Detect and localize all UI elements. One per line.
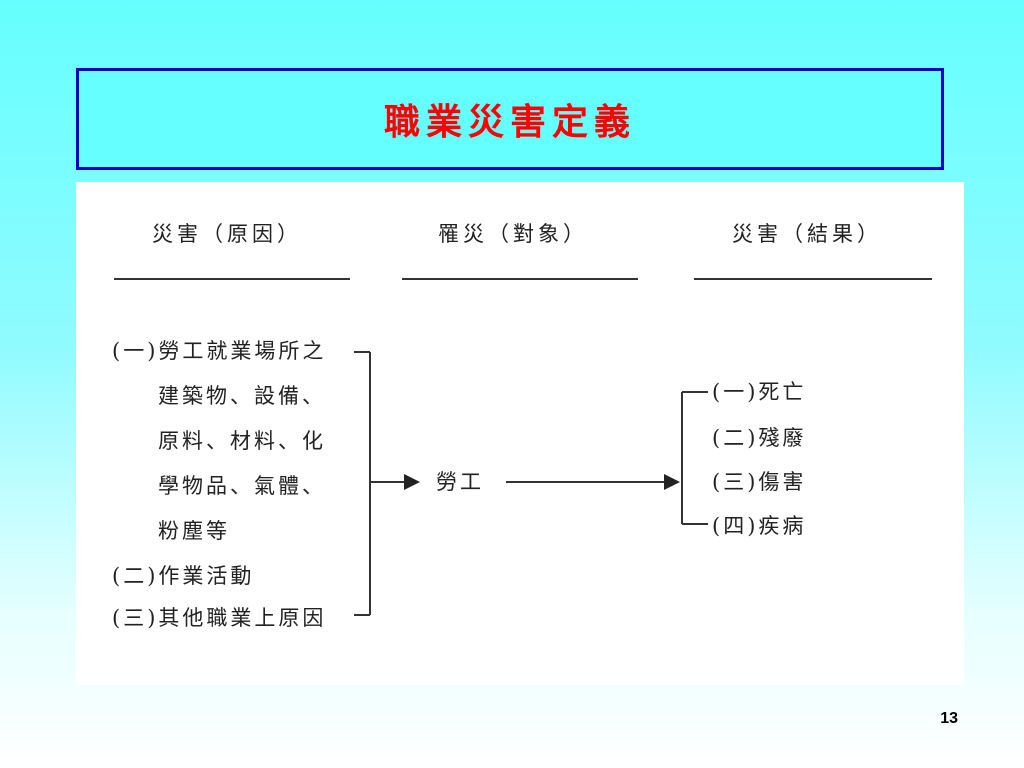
result-item-1: (一)死亡: [712, 380, 807, 404]
cause-item-2: (二)作業活動: [112, 564, 255, 588]
cause-item-1-line-2: 建築物、設備、: [158, 384, 326, 408]
cause-item-1-line-4: 學物品、氣體、: [158, 474, 326, 498]
cause-item-1-line-3: 原料、材料、化: [158, 429, 326, 453]
header-cause: 災害（原因）: [152, 222, 302, 246]
result-item-3: (三)傷害: [712, 470, 807, 494]
arrow-to-result-head: [664, 474, 680, 490]
header-result: 災害（結果）: [732, 222, 882, 246]
cause-item-1: (一)勞工就業場所之: [112, 339, 327, 363]
subject-label: 勞工: [436, 470, 484, 494]
title-box: 職業災害定義: [76, 68, 944, 170]
cause-item-3: (三)其他職業上原因: [112, 606, 327, 630]
page-number: 13: [940, 710, 958, 727]
header-subject: 罹災（對象）: [438, 222, 588, 246]
result-item-4: (四)疾病: [712, 514, 807, 538]
arrow-to-subject-head: [404, 474, 420, 490]
cause-item-1-line-5: 粉塵等: [158, 519, 230, 543]
diagram-panel: 災害（原因） 罹災（對象） 災害（結果） (一)勞工就業場所之 建築物、設備、 …: [76, 182, 964, 685]
result-item-2: (二)殘廢: [712, 426, 807, 450]
slide-title: 職業災害定義: [383, 101, 636, 143]
diagram-connectors: [114, 278, 932, 616]
